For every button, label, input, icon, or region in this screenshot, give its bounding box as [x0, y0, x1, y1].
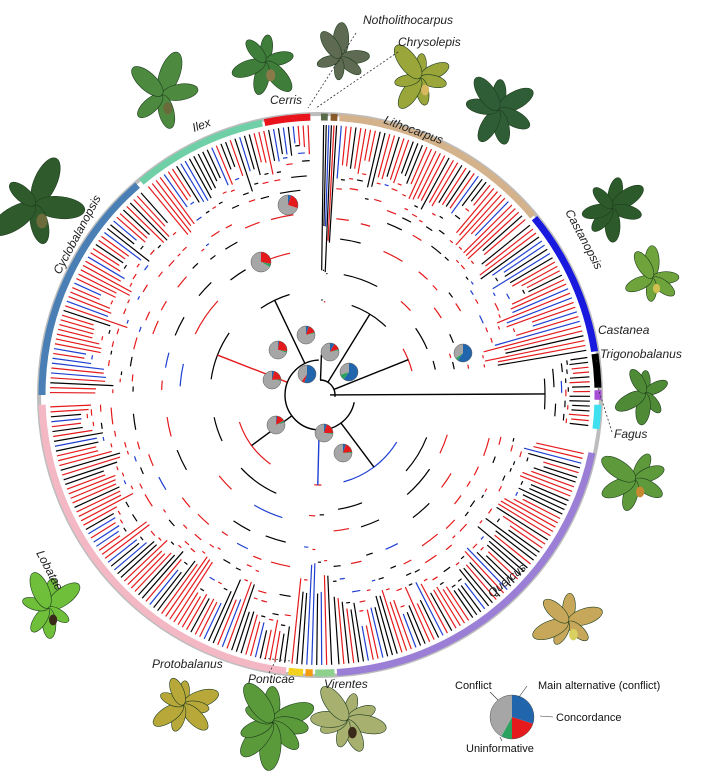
- node-pie-charts: [250, 194, 473, 463]
- label-virentes: Virentes: [324, 677, 368, 691]
- label-notholithocarpus: Notholithocarpus: [363, 13, 453, 27]
- label-leader-line: [315, 51, 399, 109]
- leaf-photo-icon-lithocarpus: [465, 76, 534, 145]
- legend-pie: [489, 694, 535, 740]
- label-chrysolepis: Chrysolepis: [398, 35, 461, 49]
- subtree-group-4: [333, 434, 584, 665]
- leaf-photo-icon-fagus-leaves: [615, 368, 668, 426]
- ring-segment-cyclobalanopsis: [38, 182, 140, 396]
- leaf-photo-icon-cerris: [231, 34, 294, 95]
- node-pie-12: [333, 443, 353, 463]
- subtree-group-0: [320, 125, 338, 356]
- node-pie-10: [266, 415, 286, 435]
- node-pie-8: [262, 370, 282, 390]
- label-castanea: Castanea: [598, 323, 650, 337]
- node-pie-5: [268, 340, 288, 360]
- label-fagus: Fagus: [614, 427, 647, 441]
- leaf-photo-icon-castanopsis: [581, 177, 644, 243]
- subtree-group-8: [147, 125, 310, 309]
- label-ponticae: Ponticae: [248, 672, 295, 686]
- node-pie-2: [250, 251, 272, 273]
- node-pie-6: [339, 362, 359, 382]
- legend-concordance-label: Concordance: [556, 712, 621, 724]
- legend-main-alternative-label: Main alternative (conflict): [538, 680, 660, 692]
- leaf-photo-icon-protobalanus: [152, 677, 219, 732]
- ring-segment-cerris: [263, 113, 311, 127]
- subtree-group-1: [336, 125, 526, 327]
- node-pie-7: [297, 364, 317, 384]
- ring-segment-ilex: [139, 119, 263, 185]
- leaf-photo-icon-chrysolepis: [394, 44, 450, 109]
- leaf-photo-icon-fagus-nuts: [601, 453, 665, 511]
- ring-segment-protobalanus: [288, 667, 304, 676]
- ring-segment-castanopsis: [531, 215, 599, 353]
- legend-uninformative-label: Uninformative: [466, 743, 534, 755]
- ring-segment-fagus: [592, 404, 602, 430]
- ring-segment-castanea: [591, 353, 602, 388]
- label-leader-line: [268, 659, 277, 674]
- phylogenetic-tree: [50, 125, 590, 665]
- label-cerris: Cerris: [270, 93, 302, 107]
- node-pie-9: [453, 343, 473, 363]
- leaf-photo-icon-virentes: [310, 685, 387, 752]
- label-protobalanus: Protobalanus: [152, 657, 223, 671]
- leaf-photo-icon-castanea: [625, 245, 680, 302]
- pie-legend: Conflict Main alternative (conflict) Con…: [455, 680, 660, 755]
- plant-photos: [0, 22, 680, 771]
- leaf-photo-icon-ilex: [131, 51, 199, 129]
- node-pie-4: [320, 342, 340, 362]
- node-pie-11: [314, 423, 334, 443]
- label-trigonobalanus: Trigonobalanus: [600, 347, 682, 361]
- subtree-group-3: [543, 356, 590, 427]
- ring-segment-lithocarpus: [339, 114, 536, 219]
- node-pie-3: [296, 325, 316, 345]
- subtree-group-2: [402, 224, 587, 372]
- subtree-group-6: [50, 404, 291, 663]
- ring-segment-quercus: [336, 452, 596, 676]
- label-leader-line: [307, 32, 357, 109]
- legend-pie-icon: [489, 694, 535, 740]
- leaf-photo-icon-notholithocarpus: [316, 22, 370, 81]
- leaf-photo-icon-quercus: [532, 592, 603, 645]
- leaf-photo-icon-lobatae: [22, 572, 81, 639]
- legend-conflict-label: Conflict: [455, 680, 492, 692]
- tree-backbone: [217, 299, 546, 485]
- label-leader-line: [595, 359, 598, 363]
- clade-ring: [37, 112, 603, 678]
- node-pie-1: [277, 194, 299, 216]
- label-leader-line: [261, 657, 291, 662]
- leaf-photo-icon-ponticae: [240, 682, 315, 771]
- label-ilex: Ilex: [190, 115, 213, 135]
- subtree-group-5: [291, 484, 333, 665]
- leaf-photo-icon-cyclobalanopsis: [0, 157, 86, 245]
- ring-segment-lobatae: [38, 404, 287, 675]
